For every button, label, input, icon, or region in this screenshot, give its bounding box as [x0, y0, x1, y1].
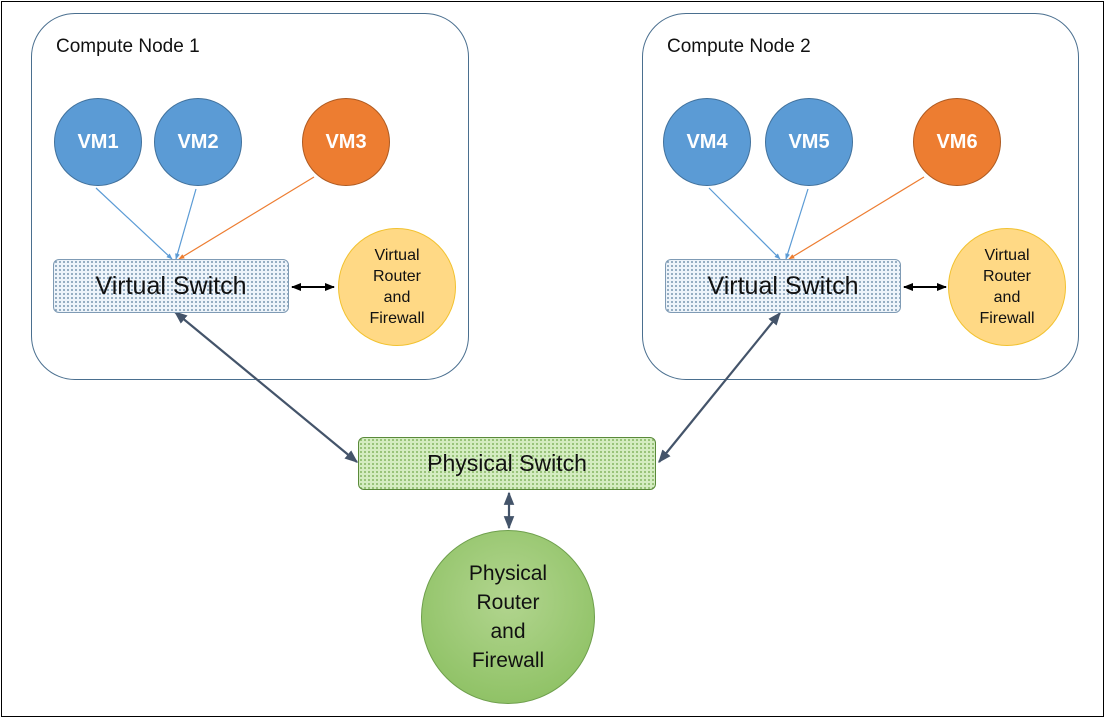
compute-node-2-title: Compute Node 2: [667, 36, 811, 57]
virtual-switch-label: Virtual Switch: [95, 271, 247, 300]
virtual-switch-label: Virtual Switch: [707, 271, 859, 300]
virtual-router-2[interactable]: Virtual Router and Firewall: [948, 228, 1066, 346]
vm-circle[interactable]: VM3: [302, 98, 390, 186]
vm-circle[interactable]: VM1: [54, 98, 142, 186]
vm6-link: [788, 176, 925, 260]
vm-circle[interactable]: VM5: [765, 98, 853, 186]
vm-label: VM6: [936, 130, 978, 153]
vm-circle[interactable]: VM6: [913, 98, 1001, 186]
vm-label: VM2: [177, 130, 219, 153]
vswitch2-pswitch-link: [658, 311, 781, 464]
vm4-link: [708, 187, 781, 260]
vm3-link: [178, 176, 315, 260]
virtual-switch-2[interactable]: Virtual Switch: [665, 259, 901, 313]
physical-router-label: Physical Router and Firewall: [468, 562, 548, 672]
physical-switch[interactable]: Physical Switch: [358, 437, 656, 490]
vm-circle[interactable]: VM2: [154, 98, 242, 186]
virtual-router-1[interactable]: Virtual Router and Firewall: [338, 228, 456, 346]
physical-switch-label: Physical Switch: [427, 450, 587, 476]
compute-node-1-title: Compute Node 1: [56, 36, 200, 57]
virtual-router-label: Virtual Router and Firewall: [369, 247, 425, 327]
vm2-link: [175, 188, 197, 260]
vm1-link: [95, 187, 173, 260]
physical-router[interactable]: Physical Router and Firewall: [421, 530, 595, 704]
vm-label: VM4: [686, 130, 728, 153]
vm-label: VM3: [325, 130, 367, 153]
vm5-link: [785, 188, 809, 260]
virtual-router-label: Virtual Router and Firewall: [979, 247, 1035, 327]
vm-label: VM1: [77, 130, 119, 153]
vm-circle[interactable]: VM4: [663, 98, 751, 186]
vm-label: VM5: [788, 130, 830, 153]
vswitch1-pswitch-link: [173, 311, 359, 463]
virtual-switch-1[interactable]: Virtual Switch: [53, 259, 289, 313]
